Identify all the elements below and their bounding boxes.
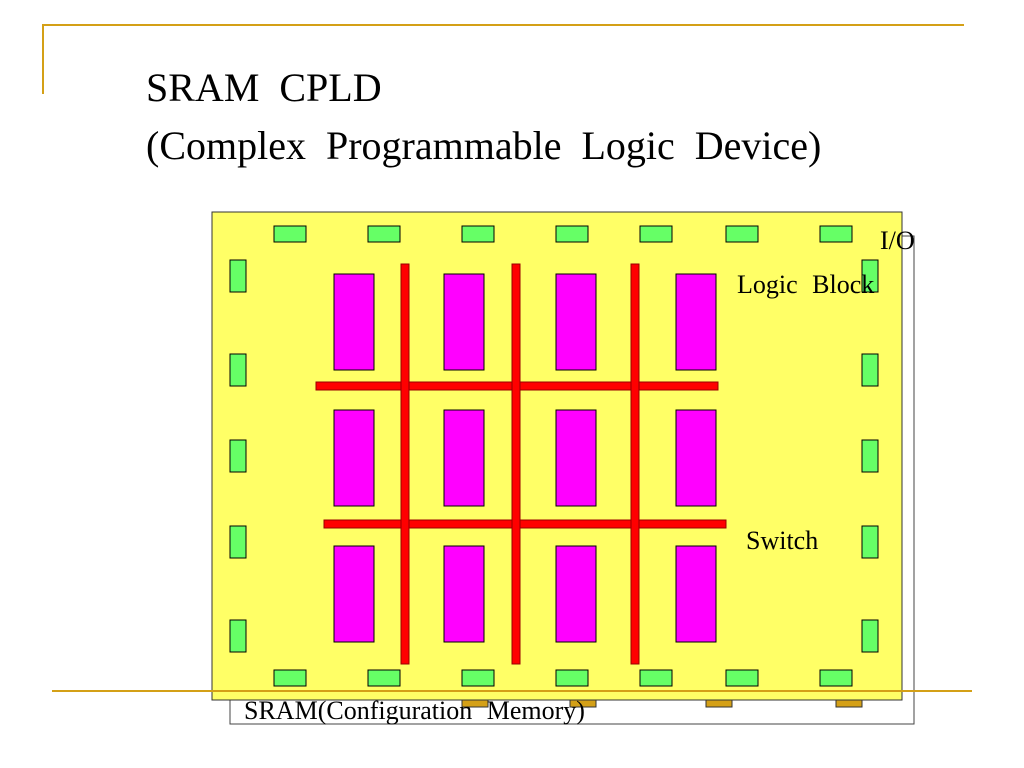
io-pad [819, 669, 853, 687]
logic-block [555, 273, 597, 371]
bottom-rule [52, 690, 972, 692]
io-pad [367, 669, 401, 687]
io-pad [639, 225, 673, 243]
io-pad [229, 619, 247, 653]
io-pad [639, 669, 673, 687]
logic-block [333, 409, 375, 507]
io-pad [273, 669, 307, 687]
io-pad [229, 353, 247, 387]
logic-block-label: Logic Block [737, 270, 875, 299]
switch-bar-vertical [511, 263, 521, 665]
io-pad [229, 439, 247, 473]
slide-subtitle: (Complex Programmable Logic Device) [146, 123, 822, 168]
sram-label: SRAM(Configuration Memory) [244, 696, 585, 725]
logic-block [555, 545, 597, 643]
io-pad [725, 225, 759, 243]
io-pad [861, 619, 879, 653]
io-pad [861, 525, 879, 559]
io-pad [555, 669, 589, 687]
io-pad [861, 353, 879, 387]
slide-title: SRAM CPLD [146, 65, 382, 110]
logic-block [443, 545, 485, 643]
logic-block [333, 545, 375, 643]
io-pad [273, 225, 307, 243]
switch-bar-vertical [400, 263, 410, 665]
logic-block [443, 409, 485, 507]
switch-matrix [315, 263, 727, 665]
logic-block [555, 409, 597, 507]
io-pad [819, 225, 853, 243]
io-pads-top [273, 225, 853, 243]
io-label: I/O [880, 226, 915, 255]
io-pad [367, 225, 401, 243]
io-pads-right [861, 259, 879, 653]
io-pad [861, 259, 879, 293]
io-pads-bottom [273, 669, 853, 687]
switch-bar-horizontal [323, 519, 727, 529]
io-pad [229, 525, 247, 559]
logic-block [443, 273, 485, 371]
left-tick [42, 24, 44, 94]
logic-block [675, 545, 717, 643]
io-pad [229, 259, 247, 293]
top-rule [42, 24, 964, 26]
io-pad [725, 669, 759, 687]
logic-blocks [333, 273, 717, 643]
io-pad [555, 225, 589, 243]
logic-block [675, 409, 717, 507]
logic-block [333, 273, 375, 371]
switch-bar-vertical [630, 263, 640, 665]
io-pad [461, 225, 495, 243]
io-pad [861, 439, 879, 473]
io-pad [461, 669, 495, 687]
logic-block [675, 273, 717, 371]
switch-label: Switch [746, 526, 819, 555]
io-pads-left [229, 259, 247, 653]
